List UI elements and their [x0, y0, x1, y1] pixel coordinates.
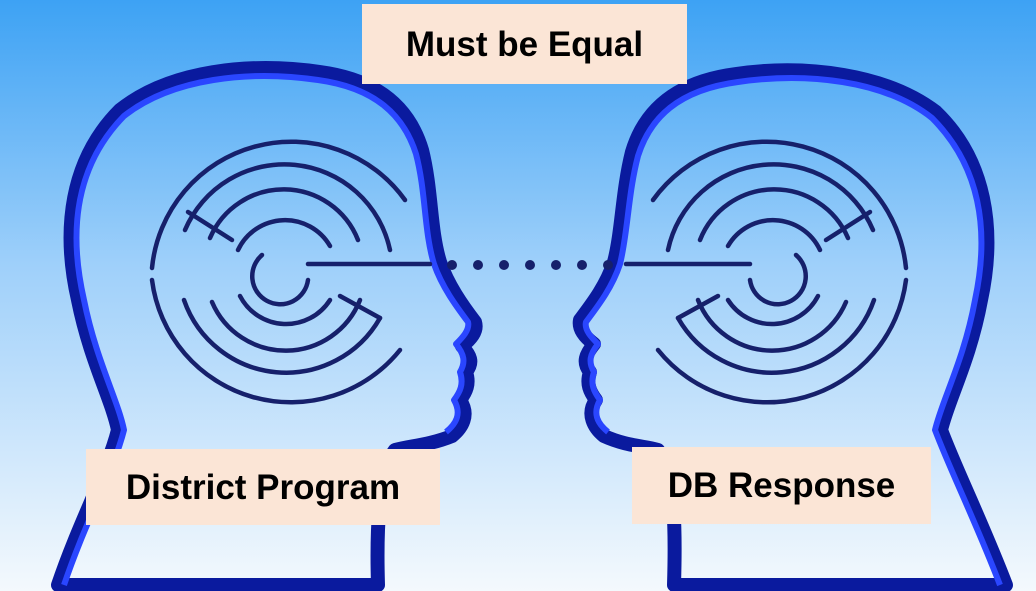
left-maze-icon — [149, 139, 433, 405]
district-program-label: District Program — [86, 449, 440, 525]
right-head-outline — [582, 75, 1003, 587]
must-be-equal-label: Must be Equal — [362, 4, 687, 84]
right-head-icon — [572, 63, 1013, 591]
dotted-line-icon — [447, 260, 613, 270]
left-head-icon — [51, 61, 483, 591]
db-response-label: DB Response — [632, 447, 931, 524]
connector-dot — [473, 260, 483, 270]
connector-dot — [577, 260, 587, 270]
connector-dot — [551, 260, 561, 270]
right-head-outline-shadow — [572, 63, 1013, 591]
connector-dot — [499, 260, 509, 270]
left-head-outline — [61, 73, 472, 586]
right-maze-icon — [623, 139, 909, 405]
connector-dot — [603, 260, 613, 270]
left-head-outline-shadow — [51, 61, 483, 591]
connector-dot — [525, 260, 535, 270]
connector-dot — [447, 260, 457, 270]
